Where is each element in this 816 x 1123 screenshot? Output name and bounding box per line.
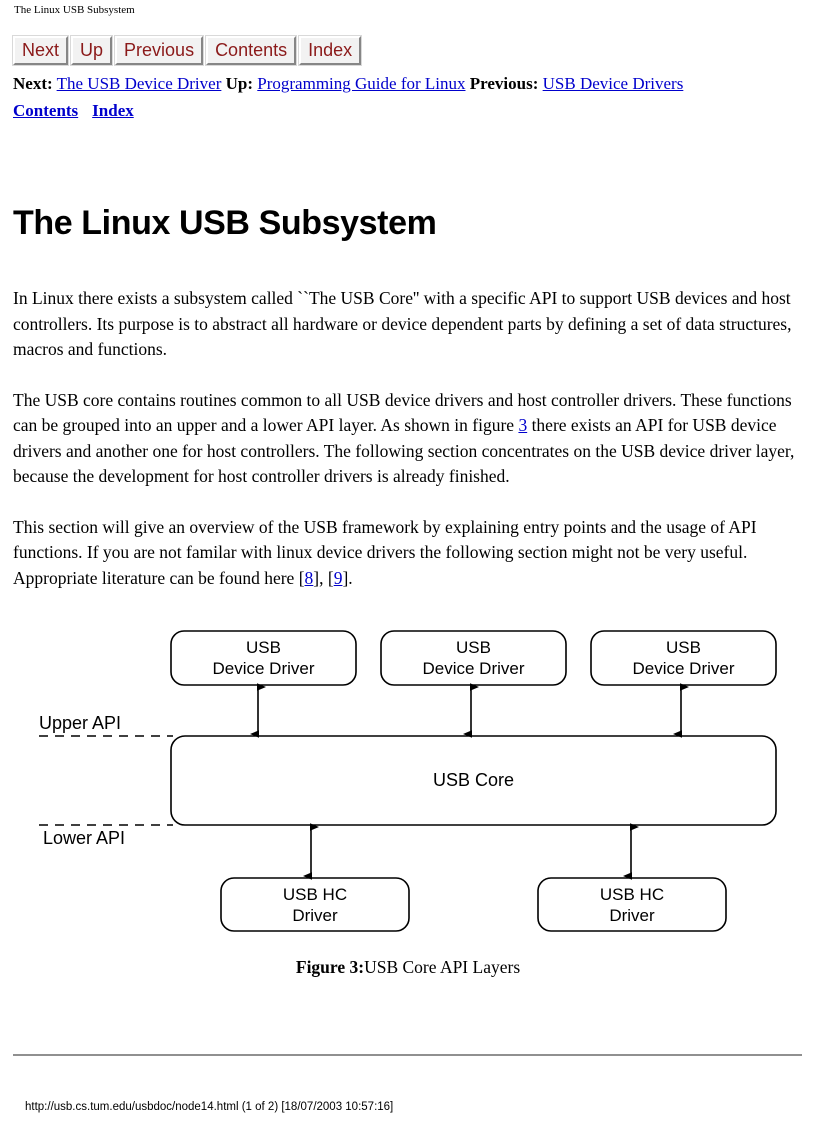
figure-reference-link[interactable]: 3	[518, 415, 528, 435]
label-hc1-line1: USB HC	[282, 884, 348, 904]
figure-caption: Figure 3:USB Core API Layers	[13, 956, 803, 978]
label-driver1-line2: Device Driver	[212, 659, 315, 678]
nav-next-link[interactable]: The USB Device Driver	[56, 74, 222, 93]
navigation-link-line: Next: The USB Device Driver Up: Programm…	[13, 71, 803, 97]
label-usb-core: USB Core	[432, 770, 515, 790]
label-hc2-line2: Driver	[609, 905, 655, 925]
nav-index-link[interactable]: Index	[92, 101, 134, 120]
footer-divider	[13, 1054, 802, 1056]
nav-button-previous[interactable]: Previous	[114, 35, 205, 66]
label-usb-device-driver-1: USB Device Driver	[171, 631, 356, 685]
paragraph-overview: This section will give an overview of th…	[13, 515, 803, 592]
label-usb-hc-driver-2: USB HC Driver	[538, 878, 726, 931]
paragraph-usb-core-text-a: The USB core contains routines common to…	[13, 389, 792, 436]
paragraph-overview-text-b: ].	[342, 567, 353, 588]
nav-button-next[interactable]: Next	[11, 35, 70, 66]
label-driver2-line2: Device Driver	[422, 659, 525, 678]
label-usb-device-driver-3: USB Device Driver	[591, 631, 776, 685]
paragraph-usb-core: The USB core contains routines common to…	[13, 388, 803, 490]
nav-previous-label: Previous:	[469, 74, 539, 93]
label-driver2-line1: USB	[456, 638, 491, 657]
label-driver3-line2: Device Driver	[632, 659, 735, 678]
nav-contents-link[interactable]: Contents	[13, 101, 79, 120]
label-upper-api: Upper API	[39, 713, 122, 733]
nav-button-index[interactable]: Index	[298, 35, 363, 66]
figure-diagram	[39, 630, 777, 932]
paragraph-intro: In Linux there exists a subsystem called…	[13, 286, 803, 363]
nav-up-label: Up:	[225, 74, 254, 93]
figure-caption-text: USB Core API Layers	[364, 957, 521, 977]
paragraph-overview-text-mid: ], [	[313, 567, 334, 588]
nav-previous-link[interactable]: USB Device Drivers	[542, 74, 684, 93]
citation-link-9[interactable]: 9	[333, 567, 343, 588]
footer-url-timestamp: http://usb.cs.tum.edu/usbdoc/node14.html…	[25, 1101, 394, 1113]
nav-button-contents[interactable]: Contents	[205, 35, 298, 66]
paragraph-intro-text: In Linux there exists a subsystem called…	[13, 288, 792, 359]
paragraph-usb-core-text-b: there exists an API for USB device drive…	[13, 415, 795, 486]
citation-link-8[interactable]: 8	[304, 567, 314, 588]
nav-button-up[interactable]: Up	[70, 35, 114, 66]
label-hc1-line2: Driver	[292, 905, 338, 925]
label-driver3-line1: USB	[666, 638, 701, 657]
label-hc2-line1: USB HC	[599, 884, 665, 904]
label-usb-device-driver-2: USB Device Driver	[381, 631, 566, 685]
navigation-secondary-line: Contents Index	[13, 98, 803, 124]
paragraph-overview-text-a: This section will give an overview of th…	[13, 516, 757, 588]
label-usb-hc-driver-1: USB HC Driver	[221, 878, 409, 931]
label-driver1-line1: USB	[246, 638, 281, 657]
nav-up-link[interactable]: Programming Guide for Linux	[257, 74, 466, 93]
figure-caption-label: Figure 3:	[295, 957, 365, 977]
page-header-title: The Linux USB Subsystem	[14, 4, 135, 16]
page-title: The Linux USB Subsystem	[13, 204, 437, 242]
nav-next-label: Next:	[13, 74, 53, 93]
figure-usb-core-api-layers: USB Device Driver USB Device Driver USB …	[13, 623, 803, 977]
label-lower-api: Lower API	[43, 828, 126, 848]
